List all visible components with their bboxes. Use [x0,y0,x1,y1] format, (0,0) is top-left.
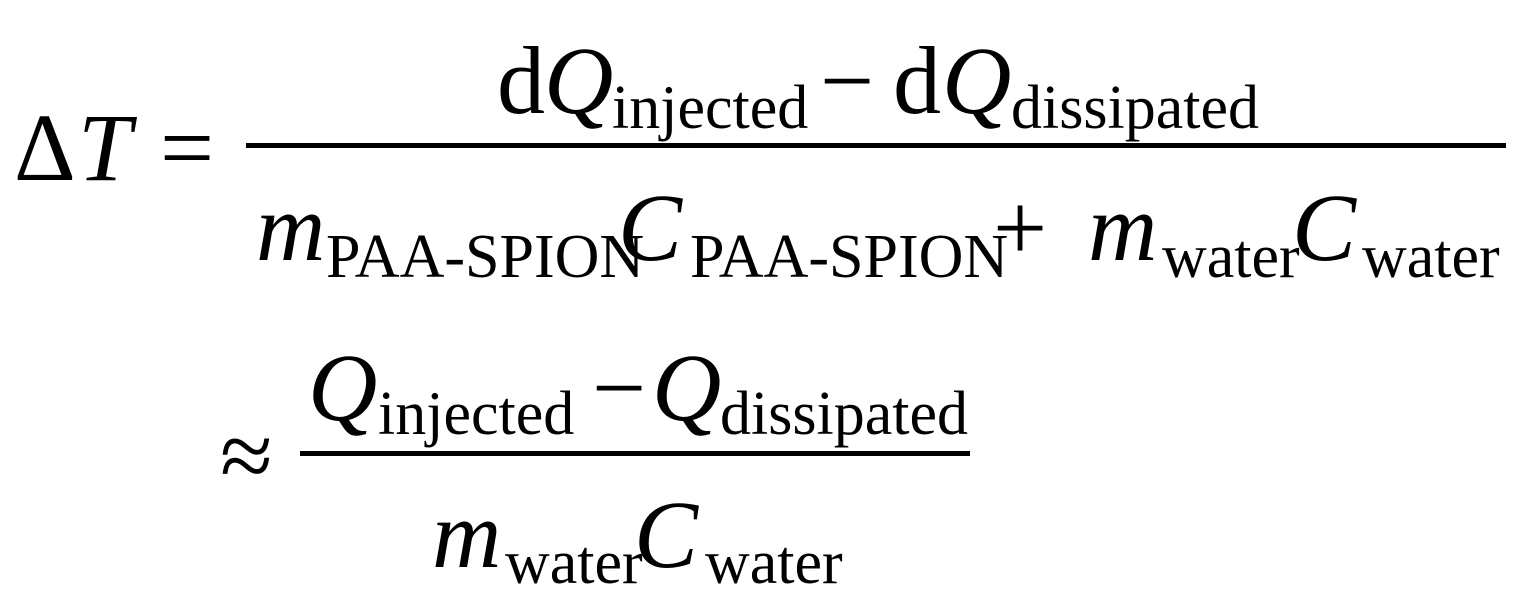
numerator1-q-injected: Q [544,27,614,134]
numerator1-d2: d [893,27,941,134]
denominator2-c-sub-water: water [705,529,843,597]
denominator1-c-sub-water: water [1362,223,1500,291]
temperature-variable: T [78,94,132,201]
numerator2-q-dissipated: Q [652,334,722,441]
denominator2-m-sub-water: water [505,529,643,597]
numerator1-sub-injected: injected [612,74,809,142]
denominator2-c-water: C [634,481,699,588]
denominator1-plus: + [993,174,1048,281]
delta-symbol: Δ [14,94,76,201]
denominator1-c-water: C [1292,174,1357,281]
numerator2-sub-injected: injected [378,380,575,448]
numerator2-sub-dissipated: dissipated [720,380,968,448]
numerator2-minus: − [592,334,647,441]
denominator1-c-paa-spion: C [618,174,683,281]
fraction-bar-2 [300,451,970,456]
denominator1-c-sub-paa-spion: PAA-SPION [690,223,1009,291]
denominator1-m-water: m [1088,174,1158,281]
denominator1-m-sub-paa-spion: PAA-SPION [326,223,645,291]
equals-sign: = [160,94,215,201]
denominator1-m-sub-water: water [1162,223,1300,291]
numerator1-q-dissipated: Q [942,27,1012,134]
denominator2-m-water: m [432,481,502,588]
numerator1-minus: − [820,27,875,134]
numerator2-q-injected: Q [308,334,378,441]
numerator1-d1: d [497,27,545,134]
approx-sign: ≈ [220,402,273,509]
denominator1-m-paa-spion: m [256,174,326,281]
fraction-bar-1 [246,143,1506,148]
numerator1-sub-dissipated: dissipated [1011,74,1259,142]
